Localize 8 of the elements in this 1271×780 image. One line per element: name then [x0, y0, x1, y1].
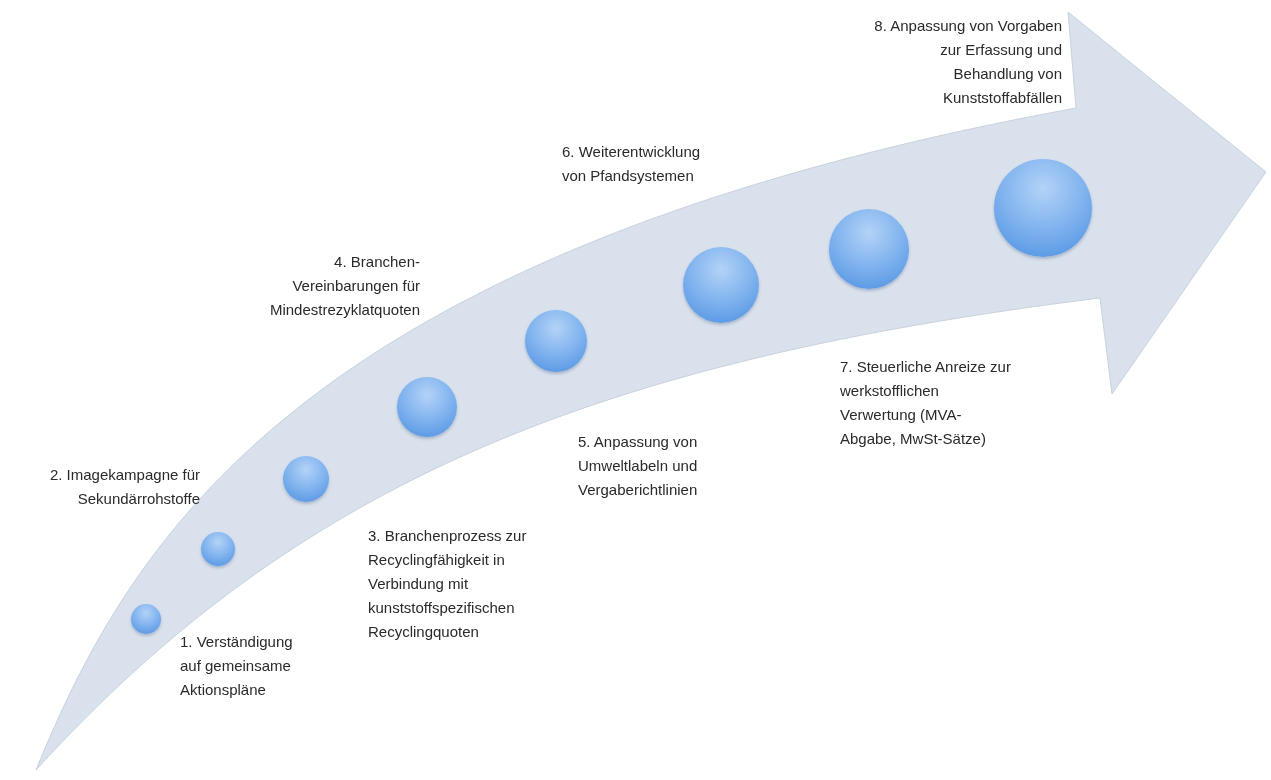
step-label: 8. Anpassung von Vorgaben zur Erfassung und Behandlung von Kunststoffabfällen — [873, 16, 1062, 108]
step-label: 4. Branchen-Vereinbarungen für Mindestrezyklatquoten — [268, 252, 420, 320]
step-label: 5. Anpassung von Umweltlabeln und Vergaberichtlinien — [578, 432, 699, 500]
step-label: 2. Imagekampagne für Sekundärrohstoffe — [48, 465, 200, 509]
step-label: 7. Steuerliche Anreize zur werkstofflichen Verwertung (MVA-Abgabe, MwSt-Sätze) — [840, 357, 1012, 449]
step-label: 1. Verständigung auf gemeinsame Aktionspläne — [180, 632, 294, 700]
step-label: 3. Branchenprozess zur Recyclingfähigkeit in Verbindung mit kunststoffspezifischen Recyclingquoten — [368, 526, 528, 642]
step-label: 6. Weiterentwicklung von Pfandsystemen — [562, 142, 702, 186]
